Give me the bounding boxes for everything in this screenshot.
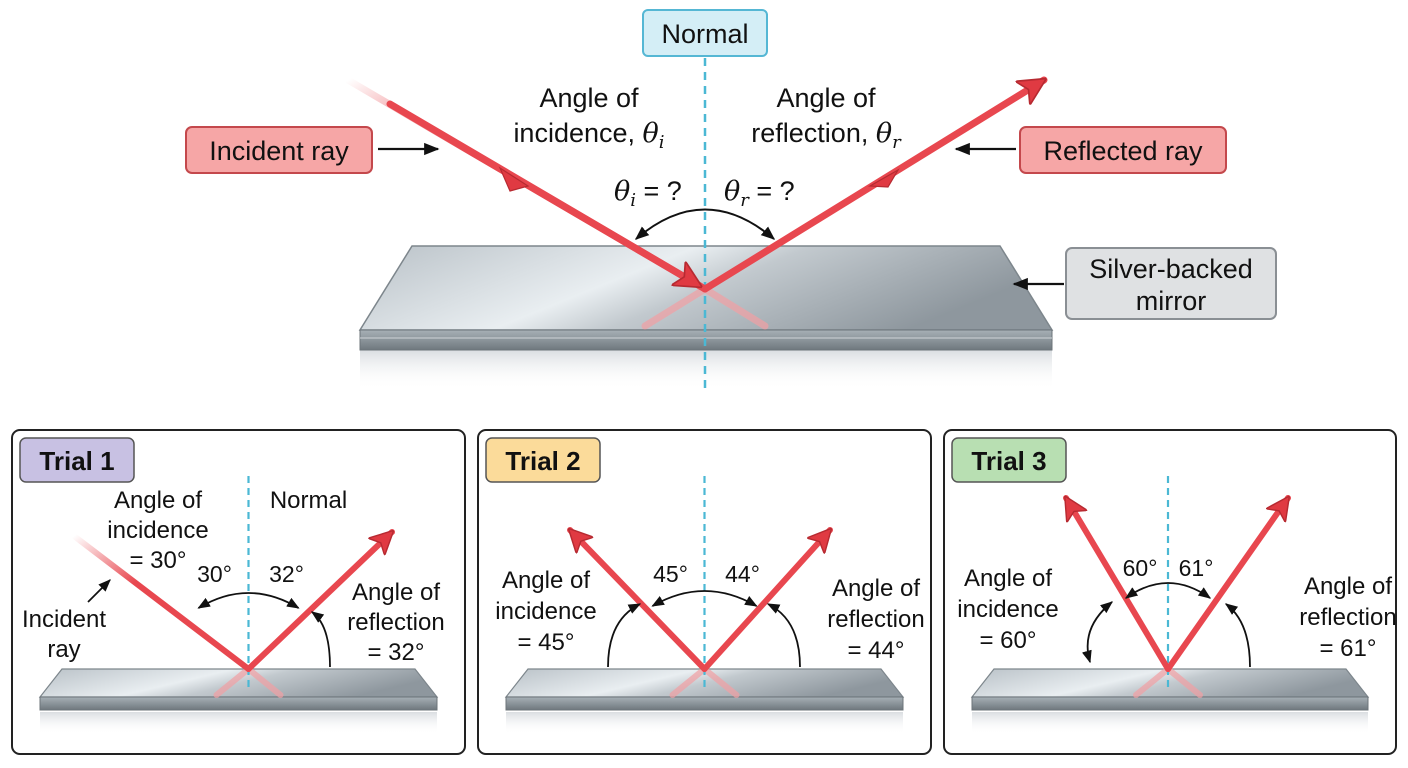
trial-incidence-angle-arc	[607, 603, 642, 668]
svg-text:Reflected ray: Reflected ray	[1043, 136, 1203, 166]
theta-i-equation: θi = ?	[614, 176, 682, 211]
trial-reflection-angle-arc	[310, 611, 331, 668]
trial-reflection-label: Angle of	[832, 575, 920, 602]
trial-incidence-label: incidence	[957, 596, 1058, 623]
trial-reflection-label: Angle of	[1304, 573, 1392, 600]
trial-reflection-value: 61°	[1179, 555, 1214, 581]
trial-incidence-label: Angle of	[114, 487, 202, 514]
trial-incidence-angle-arc	[1081, 601, 1113, 664]
svg-text:reflection, θr: reflection, θr	[751, 118, 902, 153]
trial-reflection-label: = 44°	[848, 637, 905, 664]
trial-panel-3: Trial 3 60° 61° Angle of Angle of incidence re…	[943, 429, 1397, 755]
trial-reflected-ray	[245, 529, 395, 672]
angle-of-incidence-caption: Angle of incidence, θi	[513, 83, 664, 153]
trial-angle-arc	[651, 590, 758, 607]
mirror-label: Silver-backed mirror	[1065, 247, 1277, 320]
trial-incidence-label: = 30°	[130, 547, 187, 574]
trial-incident-ray-label: Incident	[22, 606, 106, 633]
trial-mirror	[970, 666, 1370, 734]
trial-reflected-ray	[1165, 498, 1291, 672]
trial-incident-ray-label: ray	[47, 636, 80, 663]
trial-reflection-label: = 61°	[1320, 635, 1377, 662]
svg-text:Silver-backed: Silver-backed	[1089, 254, 1253, 284]
reflected-ray-label: Reflected ray	[1019, 126, 1227, 174]
trial-incidence-label: Angle of	[964, 565, 1052, 592]
trial-incidence-value: 30°	[197, 561, 232, 587]
trial-angle-arc	[197, 592, 300, 609]
trial-angle-arc	[1124, 582, 1212, 599]
trial-title-badge: Trial 1	[19, 437, 135, 483]
trial-incidence-label: Angle of	[502, 567, 590, 594]
trial-reflection-label: reflection	[1299, 604, 1396, 631]
trial-reflection-label: Angle of	[352, 579, 440, 606]
trial-incidence-value: 60°	[1123, 555, 1158, 581]
trial-reflection-label: reflection	[827, 606, 924, 633]
trial-title: Trial 3	[971, 446, 1046, 476]
trial-incidence-value: 45°	[653, 561, 688, 587]
trial-reflection-angle-arc	[1224, 603, 1251, 668]
svg-text:Angle of: Angle of	[776, 83, 876, 113]
svg-text:incidence, θi: incidence, θi	[513, 118, 664, 153]
trial-reflection-label: = 32°	[368, 639, 425, 666]
trial-incidence-label: = 60°	[980, 627, 1037, 654]
trial-reflection-value: 32°	[269, 561, 304, 587]
trial-reflected-ray	[701, 527, 833, 672]
main-angle-arc	[634, 208, 776, 240]
trial-title: Trial 1	[39, 446, 114, 476]
trial-title: Trial 2	[505, 446, 580, 476]
trial-incidence-label: = 45°	[518, 629, 575, 656]
trial-incidence-label: incidence	[495, 598, 596, 625]
trial-mirror	[38, 666, 439, 734]
trial-incident-pointer	[87, 579, 111, 603]
incident-ray-label: Incident ray	[185, 126, 373, 174]
trial-incident-ray	[1063, 498, 1171, 672]
main-diagram: Normal Incident ray Reflected ray Silver…	[185, 9, 1277, 392]
trial-mirror	[504, 666, 905, 734]
trial-incidence-label: incidence	[107, 517, 208, 544]
angle-of-reflection-caption: Angle of reflection, θr	[751, 83, 902, 153]
svg-text:Angle of: Angle of	[539, 83, 639, 113]
trial-incident-ray	[71, 533, 252, 672]
trial-panel-2: Trial 2 45° 44° Angle of Angle of incidence re…	[477, 429, 932, 755]
trial-normal-label: Normal	[270, 487, 347, 514]
svg-text:mirror: mirror	[1136, 286, 1206, 316]
svg-text:Incident ray: Incident ray	[209, 136, 349, 166]
trial-title-badge: Trial 2	[485, 437, 601, 483]
svg-text:Normal: Normal	[661, 19, 748, 49]
main-reflected-ray	[701, 76, 1044, 293]
main-normal-label: Normal	[642, 9, 768, 57]
trial-reflection-label: reflection	[347, 609, 444, 636]
trial-incident-ray	[567, 527, 708, 672]
theta-r-equation: θr = ?	[724, 176, 795, 211]
trial-reflection-value: 44°	[725, 561, 760, 587]
trial-reflection-angle-arc	[766, 603, 801, 668]
main-incident-ray	[344, 76, 709, 293]
trial-title-badge: Trial 3	[951, 437, 1067, 483]
